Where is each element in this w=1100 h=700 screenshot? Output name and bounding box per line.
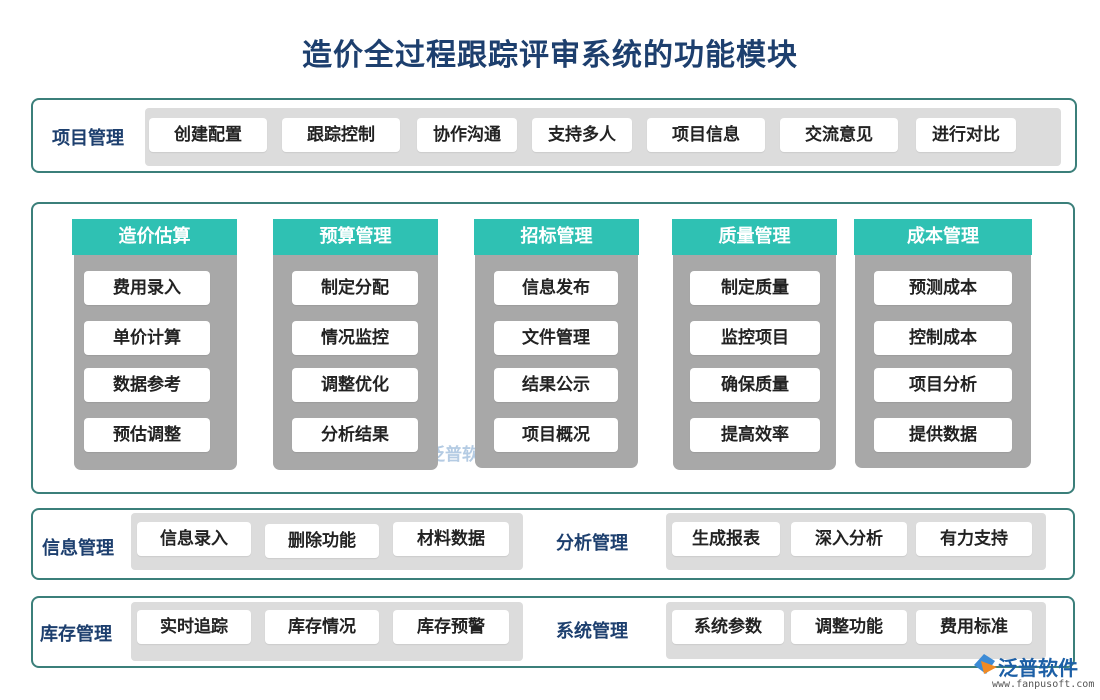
info-item: 信息录入 xyxy=(137,522,251,556)
watermark-text: 泛普软 xyxy=(428,445,479,465)
module-item: 情况监控 xyxy=(292,321,418,355)
module-item: 确保质量 xyxy=(690,368,820,402)
module-header: 质量管理 xyxy=(672,219,837,255)
project-item: 创建配置 xyxy=(149,118,267,152)
analysis-label: 分析管理 xyxy=(556,533,628,554)
inventory-item: 库存情况 xyxy=(265,610,379,644)
module-item: 调整优化 xyxy=(292,368,418,402)
system-label: 系统管理 xyxy=(556,621,628,642)
module-item: 制定分配 xyxy=(292,271,418,305)
info-label: 信息管理 xyxy=(42,538,114,559)
fanpu-logo-icon xyxy=(972,652,998,680)
module-item: 结果公示 xyxy=(494,368,618,402)
module-item: 数据参考 xyxy=(84,368,210,402)
project-item: 支持多人 xyxy=(532,118,632,152)
inventory-label: 库存管理 xyxy=(40,624,112,645)
inventory-item: 实时追踪 xyxy=(137,610,251,644)
module-header: 成本管理 xyxy=(854,219,1032,255)
module-item: 控制成本 xyxy=(874,321,1012,355)
analysis-item: 有力支持 xyxy=(916,522,1032,556)
project-item: 跟踪控制 xyxy=(282,118,400,152)
module-header: 预算管理 xyxy=(273,219,438,255)
info-item: 删除功能 xyxy=(265,524,379,558)
analysis-item: 深入分析 xyxy=(791,522,907,556)
module-item: 提高效率 xyxy=(690,418,820,452)
module-item: 提供数据 xyxy=(874,418,1012,452)
logo-url: www.fanpusoft.com xyxy=(992,679,1095,690)
module-header: 造价估算 xyxy=(72,219,237,255)
module-item: 文件管理 xyxy=(494,321,618,355)
module-item: 费用录入 xyxy=(84,271,210,305)
project-item: 协作沟通 xyxy=(417,118,517,152)
analysis-item: 生成报表 xyxy=(672,522,780,556)
module-item: 分析结果 xyxy=(292,418,418,452)
module-item: 单价计算 xyxy=(84,321,210,355)
diagram-title: 造价全过程跟踪评审系统的功能模块 xyxy=(302,38,798,73)
inventory-item: 库存预警 xyxy=(393,610,509,644)
module-header: 招标管理 xyxy=(474,219,639,255)
module-item: 预估调整 xyxy=(84,418,210,452)
module-item: 预测成本 xyxy=(874,271,1012,305)
project-item: 项目信息 xyxy=(647,118,765,152)
system-item: 调整功能 xyxy=(791,610,907,644)
system-item: 费用标准 xyxy=(916,610,1032,644)
project-item: 交流意见 xyxy=(780,118,898,152)
project-item: 进行对比 xyxy=(916,118,1016,152)
module-item: 信息发布 xyxy=(494,271,618,305)
logo-name: 泛普软件 xyxy=(998,656,1078,680)
module-item: 制定质量 xyxy=(690,271,820,305)
module-item: 项目概况 xyxy=(494,418,618,452)
module-item: 监控项目 xyxy=(690,321,820,355)
info-item: 材料数据 xyxy=(393,522,509,556)
module-item: 项目分析 xyxy=(874,368,1012,402)
system-item: 系统参数 xyxy=(672,610,784,644)
project-label: 项目管理 xyxy=(52,128,124,149)
